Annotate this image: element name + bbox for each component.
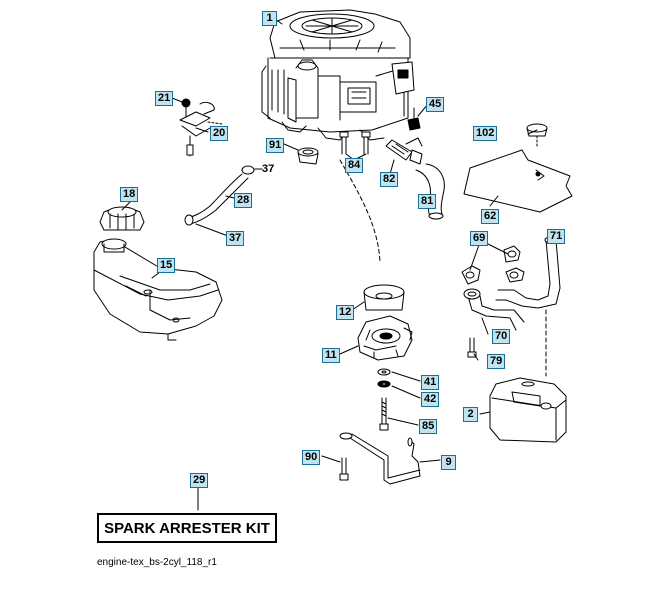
part-15-fuel-tank bbox=[93, 238, 223, 341]
part-45-nut bbox=[407, 107, 421, 131]
part-79-bolt bbox=[467, 337, 477, 358]
callout-part-90: 90 bbox=[302, 450, 321, 465]
callout-part-18: 18 bbox=[120, 187, 139, 202]
callout-part-84: 84 bbox=[345, 158, 364, 173]
callout-part-42: 42 bbox=[421, 392, 440, 407]
callout-part-21: 21 bbox=[155, 91, 174, 106]
callout-part-29: 29 bbox=[190, 473, 209, 488]
callout-part-102: 102 bbox=[473, 126, 498, 141]
part-69-gaskets bbox=[461, 245, 525, 285]
callout-part-71: 71 bbox=[547, 229, 566, 244]
callout-part-9: 9 bbox=[441, 455, 456, 470]
callout-part-2: 2 bbox=[463, 407, 478, 422]
part-84-bolts bbox=[339, 131, 371, 155]
label-part-37-upper: 37 bbox=[262, 163, 275, 175]
part-62-shield bbox=[463, 149, 573, 213]
part-90-screw bbox=[339, 457, 349, 481]
callout-part-1: 1 bbox=[262, 11, 277, 26]
part-18-fuel-cap bbox=[99, 206, 145, 231]
part-102-knob bbox=[526, 123, 548, 147]
part-41-42-washers bbox=[377, 368, 391, 388]
callout-part-79: 79 bbox=[487, 354, 506, 369]
callout-part-62: 62 bbox=[481, 209, 500, 224]
callout-part-20: 20 bbox=[210, 126, 229, 141]
part-81-hose bbox=[415, 163, 445, 220]
part-11-clutch bbox=[357, 315, 413, 361]
callout-part-82: 82 bbox=[380, 172, 399, 187]
spark-arrester-kit-label: SPARK ARRESTER KIT bbox=[97, 513, 277, 543]
leader-lines bbox=[121, 17, 553, 511]
callout-part-70: 70 bbox=[492, 329, 511, 344]
part-12-hub bbox=[363, 284, 405, 311]
callout-part-69: 69 bbox=[470, 231, 489, 246]
callout-part-15: 15 bbox=[157, 258, 176, 273]
callout-part-85: 85 bbox=[419, 419, 438, 434]
engine-block bbox=[261, 9, 415, 141]
callout-part-37-lower: 37 bbox=[226, 231, 245, 246]
callout-part-28: 28 bbox=[234, 193, 253, 208]
callout-part-81: 81 bbox=[418, 194, 437, 209]
diagram-identifier: engine-tex_bs-2cyl_118_r1 bbox=[97, 557, 217, 568]
callout-part-45: 45 bbox=[426, 97, 445, 112]
callout-part-41: 41 bbox=[421, 375, 440, 390]
callout-part-11: 11 bbox=[322, 348, 340, 363]
part-85-bolt bbox=[379, 397, 389, 431]
part-28-fuel-line bbox=[184, 165, 255, 226]
part-82-fitting bbox=[385, 137, 423, 165]
part-91-boss bbox=[297, 147, 319, 165]
callout-part-12: 12 bbox=[336, 305, 355, 320]
part-2-muffler bbox=[489, 377, 567, 443]
part-9-rod bbox=[339, 432, 421, 485]
callout-part-91: 91 bbox=[266, 138, 285, 153]
